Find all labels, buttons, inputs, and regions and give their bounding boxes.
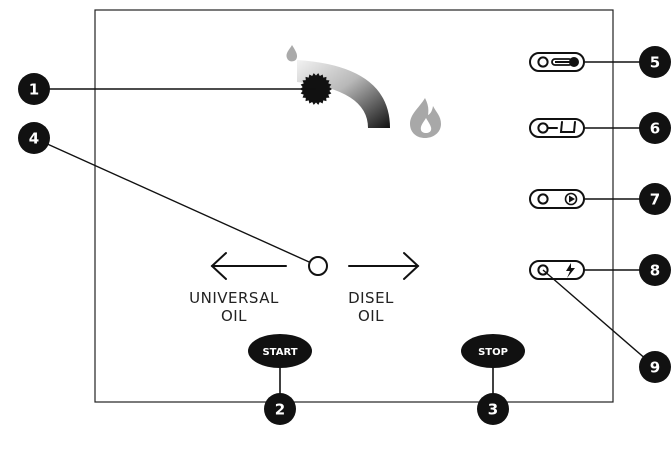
svg-text:7: 7 (650, 191, 660, 209)
svg-text:6: 6 (650, 120, 660, 138)
disel-oil-label-line2: OIL (358, 307, 384, 325)
stop-button[interactable]: STOP (461, 334, 525, 368)
small-flame-icon (286, 45, 298, 62)
svg-text:START: START (262, 347, 297, 358)
universal-oil-label-line2: OIL (221, 307, 247, 325)
fuel-nozzle-icon (547, 121, 576, 133)
svg-text:9: 9 (650, 359, 660, 377)
fuel-indicator (529, 118, 585, 138)
left-arrow-icon (210, 252, 287, 280)
svg-text:4: 4 (29, 130, 39, 148)
play-icon (564, 192, 578, 206)
callout-4-line (33, 137, 319, 267)
start-button[interactable]: START (248, 334, 312, 368)
temperature-indicator (529, 52, 585, 72)
oil-selector-switch[interactable] (308, 256, 328, 276)
callout-7: 7 (639, 183, 671, 215)
svg-text:8: 8 (650, 262, 660, 280)
callout-1: 1 (18, 73, 50, 105)
run-indicator (529, 189, 585, 209)
thermometer-icon (551, 57, 579, 67)
callout-3: 3 (477, 393, 509, 425)
power-indicator (529, 260, 585, 280)
callout-4: 4 (18, 122, 50, 154)
callout-2: 2 (264, 393, 296, 425)
large-flame-icon (410, 98, 441, 138)
svg-text:2: 2 (275, 401, 285, 419)
callout-9-line (542, 269, 656, 368)
disel-oil-label-line1: DISEL (348, 289, 394, 307)
lightning-icon (566, 263, 575, 278)
svg-text:5: 5 (650, 54, 660, 72)
callout-8: 8 (639, 254, 671, 286)
callout-5: 5 (639, 46, 671, 78)
svg-text:3: 3 (488, 401, 498, 419)
right-arrow-icon (348, 252, 420, 280)
panel-frame (94, 9, 614, 403)
callout-9: 9 (639, 351, 671, 383)
svg-text:STOP: STOP (478, 347, 508, 358)
svg-text:1: 1 (29, 81, 39, 99)
universal-oil-label-line1: UNIVERSAL (189, 289, 279, 307)
callout-6: 6 (639, 112, 671, 144)
